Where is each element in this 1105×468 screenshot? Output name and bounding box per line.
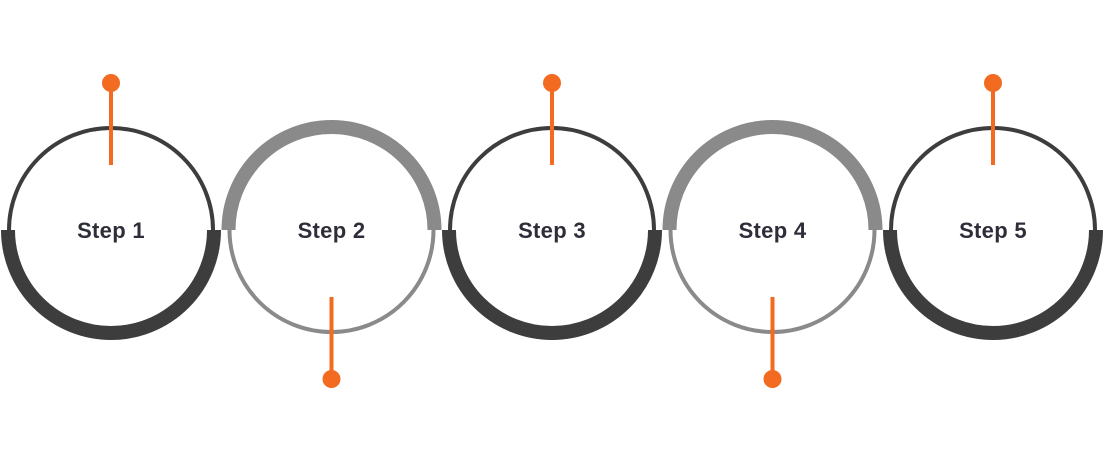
step-thick-arc [883,229,1103,340]
step-2: Step 2 [221,120,442,388]
step-pin [763,297,782,388]
step-label: Step 3 [518,218,586,243]
pin-dot [102,74,120,92]
pin-dot [984,74,1002,92]
step-5: Step 5 [883,74,1103,340]
step-pin [543,74,561,165]
step-pin [102,74,120,165]
step-thick-arc [442,229,662,340]
step-thick-arc [662,120,883,231]
step-label: Step 1 [77,218,145,243]
step-1: Step 1 [1,74,221,340]
step-pin [322,297,341,388]
step-3: Step 3 [442,74,662,340]
pin-dot [322,370,341,388]
step-4: Step 4 [662,120,883,388]
step-label: Step 5 [959,218,1027,243]
step-label: Step 4 [739,218,807,243]
step-pin [984,74,1002,165]
pin-dot [543,74,561,92]
pin-dot [763,370,782,388]
step-thick-arc [221,120,442,231]
step-label: Step 2 [298,218,366,243]
step-thick-arc [1,229,221,340]
